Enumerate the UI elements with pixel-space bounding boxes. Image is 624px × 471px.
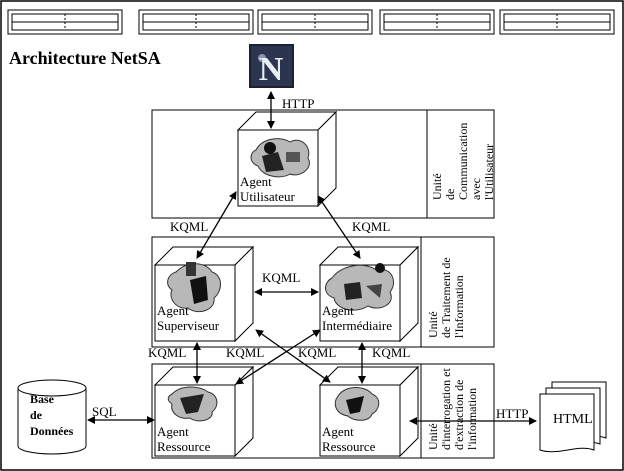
clipart-superviseur-icon xyxy=(167,262,221,313)
clipart-intermediaire-icon xyxy=(325,263,394,311)
label-kqml-low-2: KQML xyxy=(226,345,265,360)
label-kqml-low-1: KQML xyxy=(148,345,187,360)
label-kqml-low-3: KQML xyxy=(298,345,337,360)
strip-box-5 xyxy=(499,9,615,35)
diagram-title: Architecture NetSA xyxy=(9,48,161,68)
top-strip xyxy=(7,9,615,35)
clipart-ressource-left-icon xyxy=(167,386,218,422)
unit-communication-label: Unité de Communication avec l'Utilisateu… xyxy=(430,122,496,200)
label-html-document: HTML xyxy=(553,412,593,427)
unit-interrogation-label: Unité d'interrogation et d'extraction de… xyxy=(426,368,479,450)
strip-box-2 xyxy=(138,9,254,35)
database-cylinder xyxy=(17,379,87,455)
label-kqml-right: KQML xyxy=(352,219,391,234)
arrow-utilisateur-intermediaire xyxy=(317,195,361,259)
clipart-ressource-right-icon xyxy=(334,387,380,421)
strip-box-4 xyxy=(379,9,495,35)
browser-logo-icon: N xyxy=(249,44,294,88)
label-sql: SQL xyxy=(92,404,117,419)
strip-box-3 xyxy=(257,9,373,35)
html-document-stack xyxy=(539,381,607,453)
label-http-top: HTTP xyxy=(282,96,315,111)
strip-box-1 xyxy=(7,9,123,35)
label-kqml-middle: KQML xyxy=(262,270,301,285)
arrow-utilisateur-superviseur xyxy=(196,191,237,259)
svg-text:N: N xyxy=(259,51,284,88)
label-kqml-low-4: KQML xyxy=(372,345,411,360)
clipart-utilisateur-icon xyxy=(250,138,310,178)
database-label: Base de Données xyxy=(30,392,74,438)
arrow-intermediaire-ressource-left xyxy=(235,329,321,385)
unit-traitement-label: Unité de Traitement de l'Information xyxy=(426,257,466,338)
label-kqml-left: KQML xyxy=(170,219,209,234)
label-http-right: HTTP xyxy=(496,406,529,421)
